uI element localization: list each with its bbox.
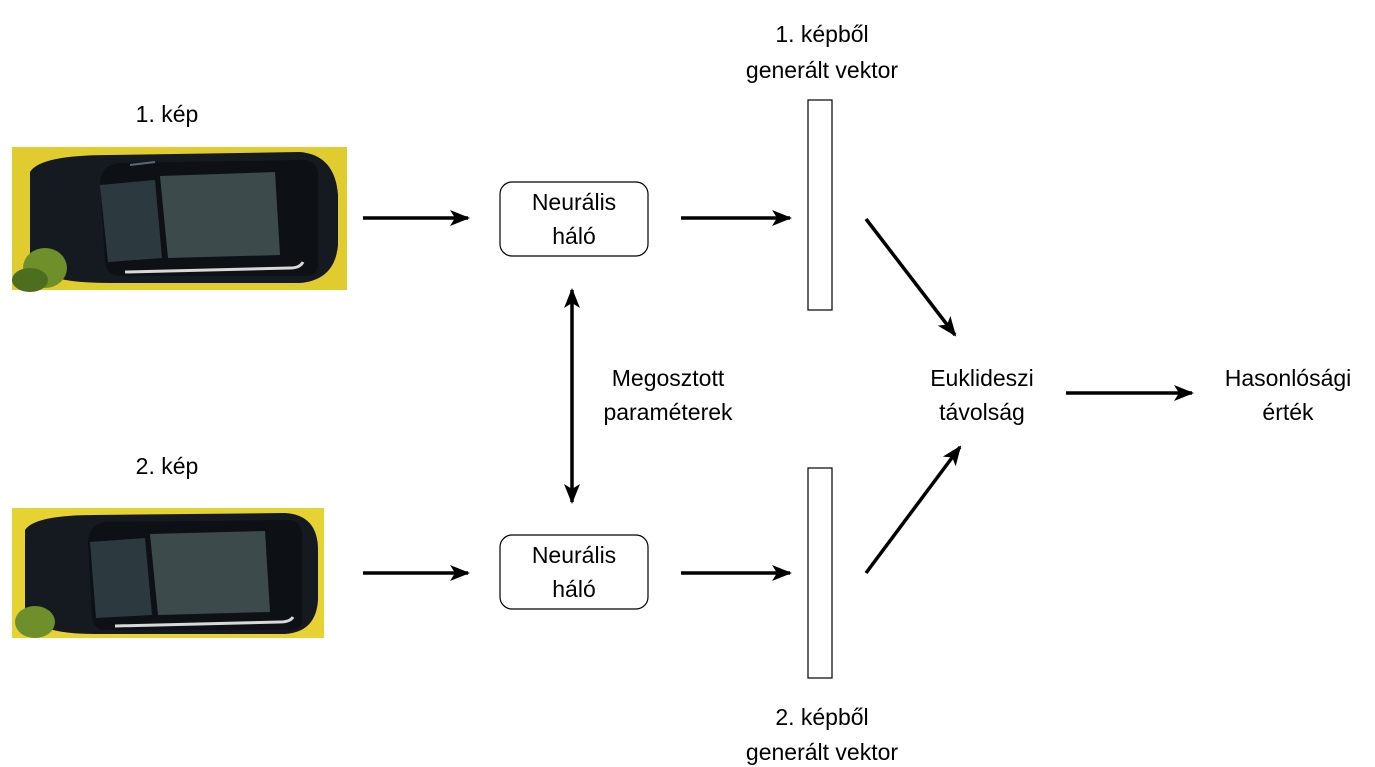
distance-line2: távolság	[939, 399, 1025, 425]
similarity-line1: Hasonlósági	[1225, 365, 1352, 391]
vector2-bar	[807, 467, 833, 679]
car-photo-1	[12, 147, 347, 292]
network-top-line1: Neurális	[532, 189, 616, 215]
arrow-vector2-to-distance	[864, 445, 962, 575]
shared-parameters-line2: paraméterek	[603, 399, 733, 425]
vector1-bar	[807, 99, 833, 311]
network-top-line2: háló	[552, 223, 595, 249]
neural-network-bottom: Neurális háló	[499, 534, 649, 610]
network-bottom-line2: háló	[552, 576, 595, 602]
image2-label: 2. kép	[136, 453, 199, 479]
image1-label: 1. kép	[136, 101, 199, 127]
distance-line1: Euklideszi	[930, 365, 1034, 391]
arrow-vector1-to-distance	[864, 217, 957, 337]
vector2-label-line1: 2. képből	[775, 704, 868, 730]
car-photo-2	[12, 508, 324, 638]
vector1-label-line1: 1. képből	[775, 21, 868, 47]
neural-network-top: Neurális háló	[499, 181, 649, 257]
shared-parameters-line1: Megosztott	[612, 365, 725, 391]
similarity-line2: érték	[1262, 399, 1314, 425]
network-bottom-line1: Neurális	[532, 542, 616, 568]
vector1-label-line2: generált vektor	[746, 57, 898, 83]
vector2-label-line2: generált vektor	[746, 739, 898, 765]
